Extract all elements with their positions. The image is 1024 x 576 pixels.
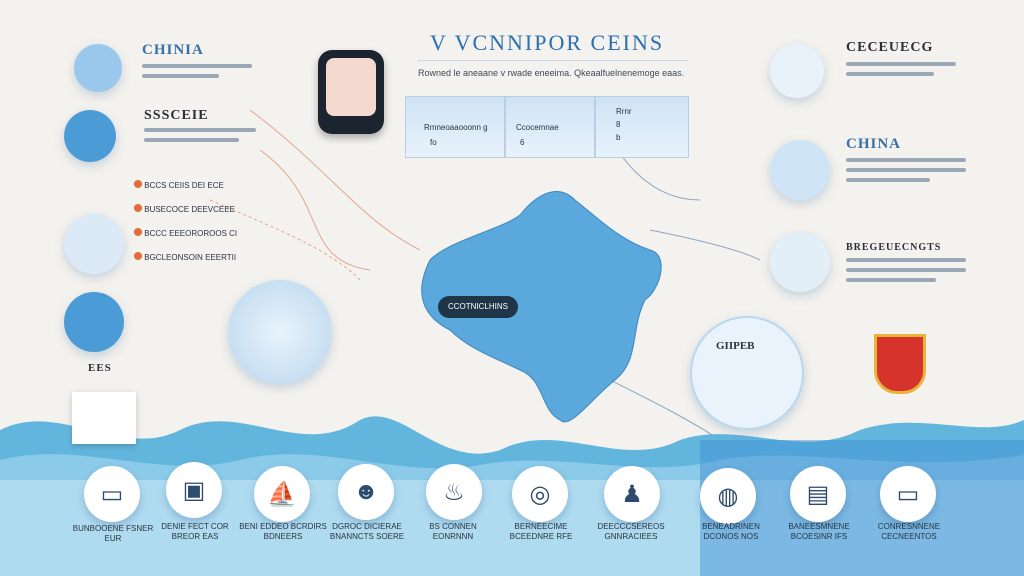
right-text-1 — [846, 62, 956, 82]
phone-device — [318, 50, 384, 134]
list-item: BGCLEONSOIN EEERTII — [134, 252, 237, 262]
title-divider — [418, 60, 688, 61]
bullet-icon — [134, 228, 142, 236]
monitor-icon — [770, 44, 824, 98]
left-text-2 — [144, 128, 256, 148]
info-panel-right: Rrnr 8 b — [595, 96, 689, 158]
screen-icon — [770, 232, 830, 292]
left-heading-2: SSSCEIE — [144, 108, 209, 123]
list-item: BCCC EEEOROROOS CI — [134, 228, 237, 238]
person-icon: ☻ — [338, 464, 394, 520]
device-icon: ▤ — [790, 466, 846, 522]
ship-icon: ⛵ — [254, 466, 310, 522]
page-title: V VCNNIPOR CEINS — [430, 30, 665, 55]
caption-4: DGROC DICIERAE BNANNCTS SOERE — [329, 522, 405, 541]
food-icon: ♨ — [426, 464, 482, 520]
map-region-label: CCOTNICLHINS — [438, 296, 518, 318]
tray2-icon: ▭ — [880, 466, 936, 522]
hardware-icon — [74, 44, 122, 92]
left-label-bottom: EES — [88, 362, 112, 374]
shield-emblem-icon — [874, 334, 926, 394]
left-text-1 — [142, 64, 252, 84]
right-heading-2: CHINA — [846, 136, 902, 152]
caption-3: BENI EDDEO BCRDIRS BDNEERS — [239, 522, 327, 541]
caption-7: DEECCCSEREOS GNNRACIEES — [597, 522, 665, 541]
monitor-icon: ▣ — [166, 462, 222, 518]
bullet-icon — [134, 180, 142, 188]
scanner-device — [228, 280, 332, 384]
bullet-icon — [134, 204, 142, 212]
server-icon — [770, 140, 830, 200]
list-item: BUSECOCE DEEVCEEE — [134, 204, 237, 214]
tray-icon: ▭ — [84, 466, 140, 522]
globe-icon: ◍ — [700, 468, 756, 524]
right-heading-3: BREGEUECNGTS — [846, 242, 942, 253]
caption-10: CONRESNNENE CECNEENTOS — [877, 522, 941, 541]
right-text-2 — [846, 158, 966, 188]
store-ring — [690, 316, 804, 430]
bullet-icon — [134, 252, 142, 260]
caption-5: BS CONNEN EONRNNN — [429, 522, 477, 541]
caption-6: BERNEECIME BCEEDNRE RFE — [509, 522, 573, 541]
list-item: BCCS CEIIS DEI ECE — [134, 180, 237, 190]
caption-2: DENIE FECT COR BREOR EAS — [161, 522, 229, 541]
caption-8: BENEADRINEN DCONOS NOS — [702, 522, 760, 541]
right-heading-1: CECEUECG — [846, 40, 934, 55]
store-sign: GIIPEB — [716, 340, 755, 352]
caption-1: BUNBOOENE FSNER EUR — [72, 524, 154, 543]
device-icon — [64, 110, 116, 162]
caption-9: BANEESMNENE BCOESINR IFS — [788, 522, 850, 541]
small-document — [72, 392, 136, 444]
robot-icon — [64, 214, 124, 274]
info-panel-left: Rmneoaaooonn g fo — [405, 96, 505, 158]
page-subtitle: Rowned le aneaane v rwade eneeima. Qkeaa… — [418, 68, 685, 78]
left-heading-1: CHINIA — [142, 42, 204, 58]
user-icon: ♟ — [604, 466, 660, 522]
ship-illustration — [64, 292, 124, 352]
coin-icon: ◎ — [512, 466, 568, 522]
info-panel-middle: Ccocemnae 6 — [505, 96, 595, 158]
right-text-3 — [846, 258, 966, 288]
left-list: BCCS CEIIS DEI ECE BUSECOCE DEEVCEEE BCC… — [134, 180, 237, 262]
